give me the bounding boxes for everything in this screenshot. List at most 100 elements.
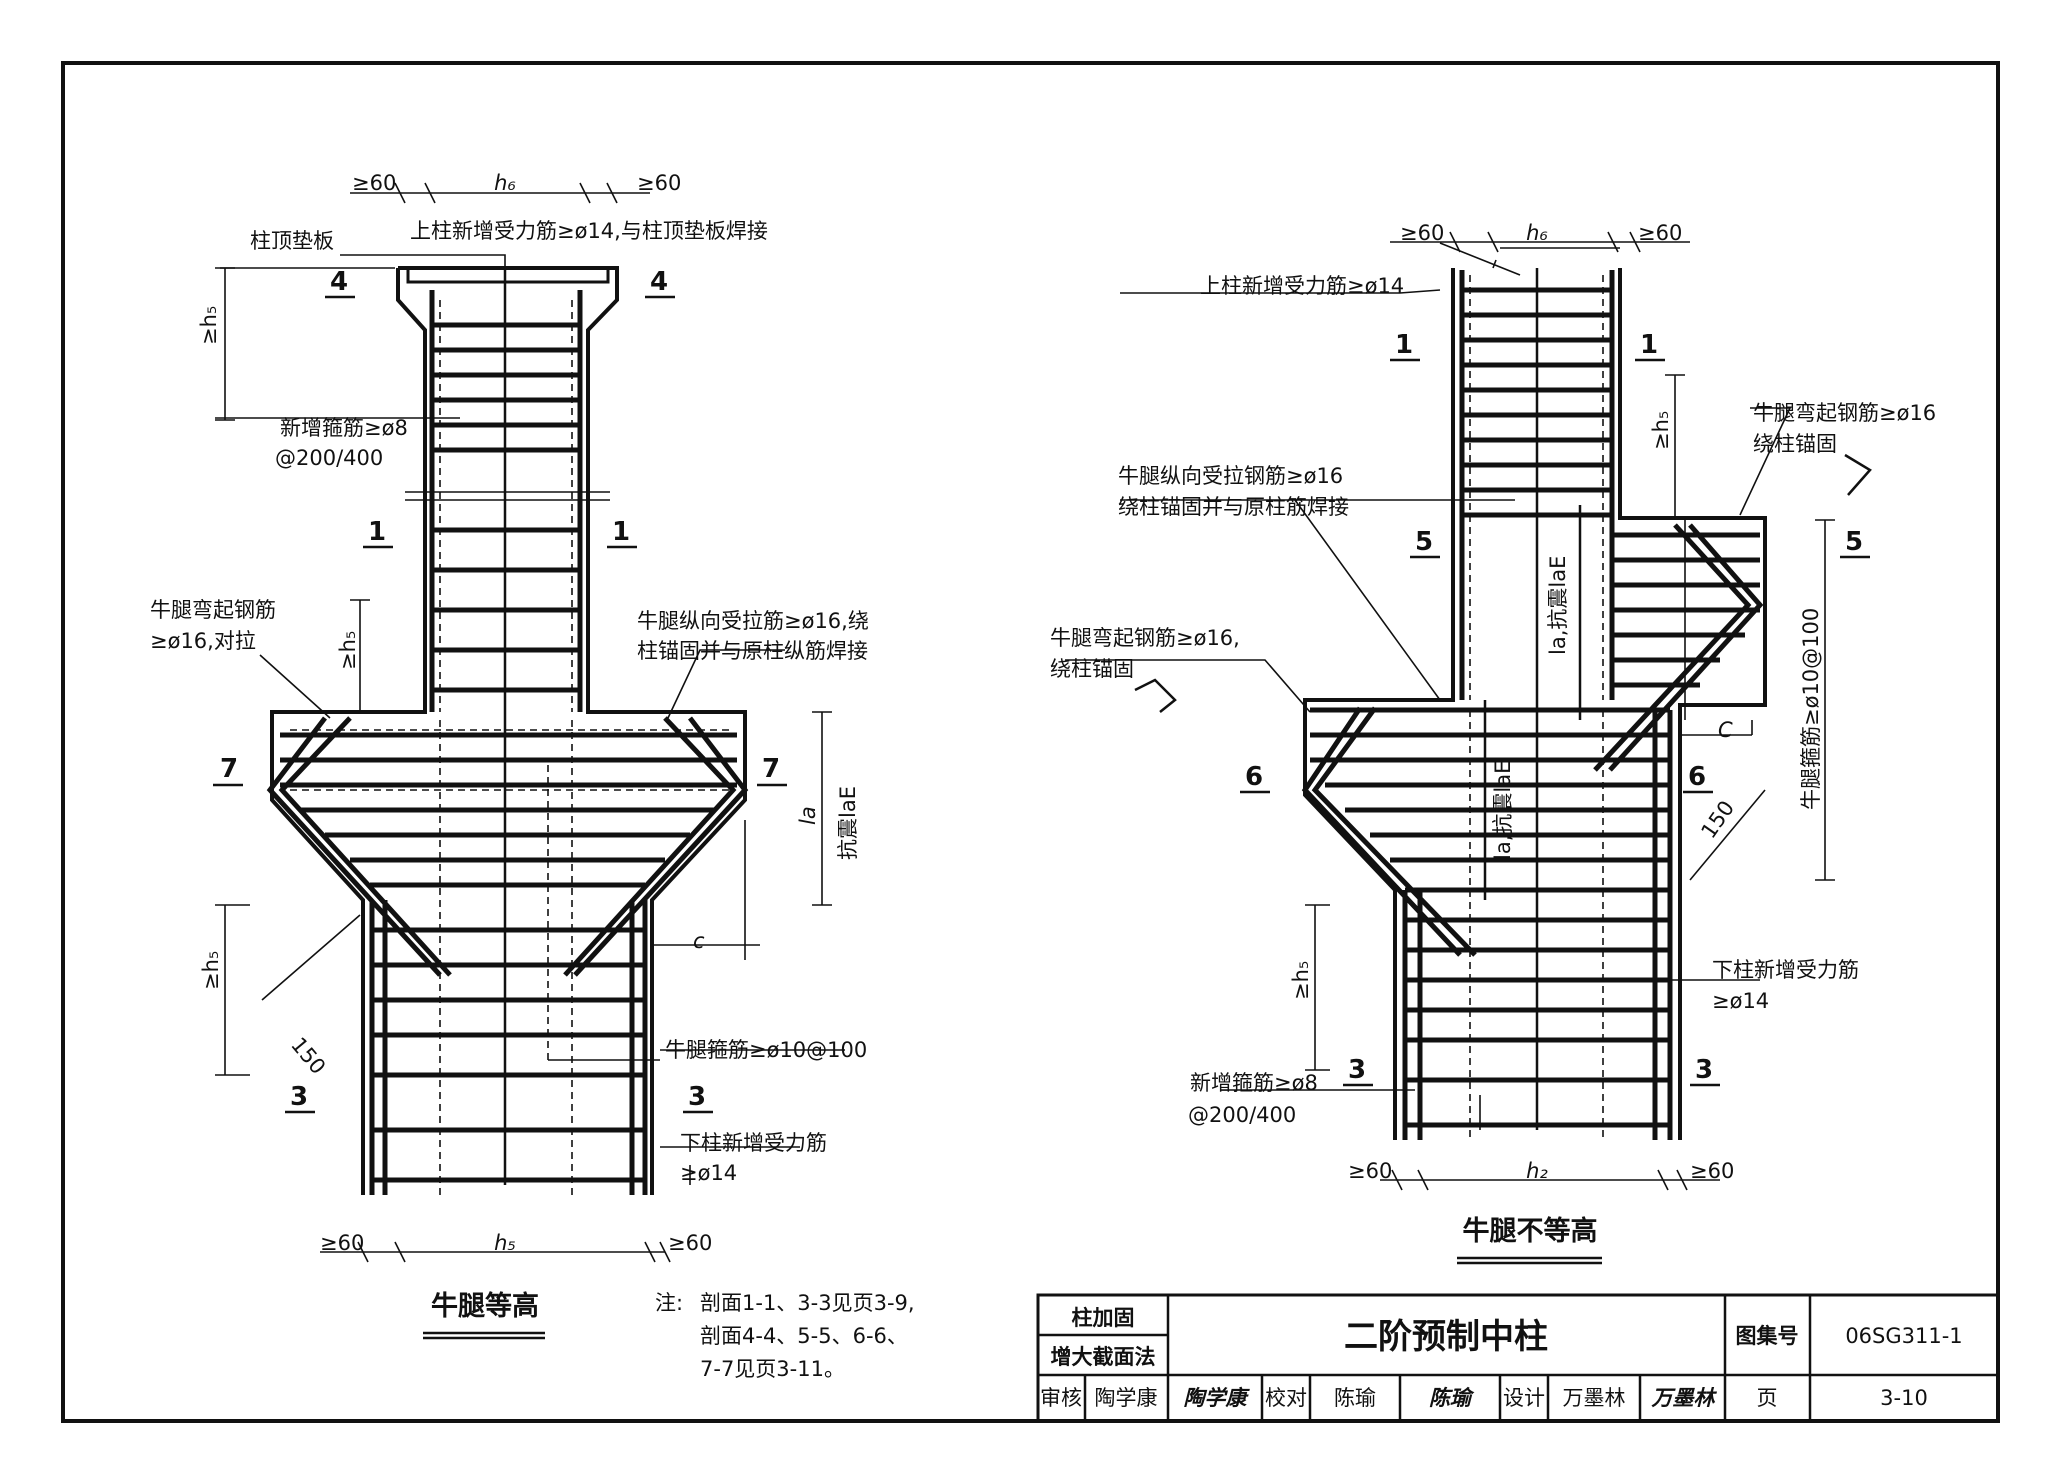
right-dim-bottom-2: h₂: [1526, 1159, 1548, 1183]
left-la: la: [796, 806, 820, 825]
left-tension-bar-2: 柱锚固并与原柱纵筋焊接: [637, 639, 868, 663]
title-block: 柱加固 增大截面法 二阶预制中柱 图集号 06SG311-1 审核 陶学康 陶学…: [1036, 1293, 2000, 1423]
page-label: 页: [1757, 1386, 1778, 1410]
left-sec-4a: 4: [330, 267, 348, 297]
left-lower-stirrups: [372, 927, 645, 1183]
right-upper-rebar: 上柱新增受力筋≥ø14: [1200, 274, 1404, 298]
left-lower-rebar-2: ≥ø14: [680, 1161, 737, 1185]
designer-signature: 万墨林: [1651, 1386, 1718, 1410]
left-sec-7a: 7: [220, 754, 238, 784]
check-label: 校对: [1265, 1386, 1307, 1410]
left-c: c: [693, 929, 705, 953]
checker-signature: 陈瑜: [1429, 1386, 1475, 1410]
right-stirrup-new: 新增箍筋≥ø8: [1190, 1071, 1318, 1095]
left-sec-7b: 7: [762, 754, 780, 784]
atlas-label: 图集号: [1736, 1324, 1799, 1348]
left-stirrup-new: 新增箍筋≥ø8: [280, 416, 408, 440]
right-corbel-stirrup: 牛腿箍筋≥ø10@100: [1799, 608, 1823, 810]
right-hs-low: ≥h₅: [1289, 961, 1313, 1000]
right-sec-5b: 5: [1845, 527, 1863, 557]
right-hs-top: ≥h₅: [1649, 411, 1673, 450]
right-sec-6b: 6: [1688, 762, 1706, 792]
left-bent-bars: [266, 716, 749, 977]
right-caption-underline: [1457, 1256, 1602, 1265]
right-la-lower: la,抗震laE: [1491, 761, 1515, 860]
anchor-symbols: [1134, 453, 1872, 713]
right-column-diagram: [1065, 231, 1872, 1191]
left-sec-4b: 4: [650, 267, 668, 297]
left-lower-rebar-1: 下柱新增受力筋: [680, 1131, 827, 1155]
category-2: 增大截面法: [1051, 1345, 1156, 1369]
page-no: 3-10: [1880, 1386, 1928, 1410]
left-stirrup-spacing: @200/400: [275, 446, 383, 470]
right-sec-3a: 3: [1348, 1055, 1366, 1085]
left-corbel-stirrups: [280, 732, 737, 888]
right-labels: ≥60 h₆ ≥60 上柱新增受力筋≥ø14 牛腿纵向受拉钢筋≥ø16 绕柱锚固…: [1050, 221, 1936, 1265]
left-hs-top: ≥h₅: [197, 306, 221, 345]
left-150: 150: [286, 1033, 330, 1079]
checker: 陈瑜: [1334, 1386, 1376, 1410]
note-prefix: 注:: [655, 1291, 683, 1315]
left-hs-low: ≥h₅: [199, 951, 223, 990]
right-150: 150: [1696, 796, 1739, 843]
note-line-3: 7-7见页3-11。: [700, 1357, 845, 1381]
right-la-upper: la,抗震laE: [1546, 556, 1570, 655]
right-bent-bar-1: 牛腿弯起钢筋≥ø16: [1753, 401, 1936, 425]
left-column-diagram: [215, 182, 845, 1263]
right-c: C: [1718, 718, 1733, 742]
left-dim-bottom-2: h₅: [494, 1231, 516, 1255]
left-sec-1a: 1: [368, 517, 386, 547]
category-1: 柱加固: [1072, 1306, 1135, 1330]
right-column-bars: [1402, 270, 1673, 1140]
left-dim-bottom-1: ≥60: [320, 1231, 364, 1255]
left-sec-3b: 3: [688, 1082, 706, 1112]
right-dim-bottom-3: ≥60: [1690, 1159, 1734, 1183]
right-corbel-stirrups: [1310, 532, 1760, 863]
right-sec-3b: 3: [1695, 1055, 1713, 1085]
break-line: [405, 491, 610, 501]
left-sec-1b: 1: [612, 517, 630, 547]
sheet-border: [61, 61, 2000, 1423]
left-bent-bar-1: 牛腿弯起钢筋: [150, 598, 276, 622]
left-upper-bars: [429, 290, 583, 712]
right-bent-left-1: 牛腿弯起钢筋≥ø16,: [1050, 626, 1240, 650]
left-upper-stirrups: [432, 322, 580, 693]
left-bent-bar-2: ≥ø16,对拉: [150, 629, 256, 653]
left-original-column: [439, 300, 573, 1195]
right-dim-bottom-1: ≥60: [1348, 1159, 1392, 1183]
drawing-title: 二阶预制中柱: [1344, 1317, 1548, 1357]
right-caption: 牛腿不等高: [1463, 1215, 1598, 1247]
left-upper-rebar: 上柱新增受力筋≥ø14,与柱顶垫板焊接: [410, 219, 768, 243]
note: 注: 剖面1-1、3-3见页3-9, 剖面4-4、5-5、6-6、 7-7见页3…: [655, 1291, 915, 1381]
designer: 万墨林: [1563, 1386, 1626, 1410]
design-label: 设计: [1503, 1386, 1545, 1410]
left-hs-mid: ≥h₅: [336, 631, 360, 670]
right-lower-rebar-1: 下柱新增受力筋: [1712, 958, 1859, 982]
plate-label: 柱顶垫板: [250, 229, 334, 253]
left-corbel-stirrup: 牛腿箍筋≥ø10@100: [665, 1038, 867, 1062]
right-outline: [1303, 268, 1767, 1140]
right-dim-top-1: ≥60: [1400, 221, 1444, 245]
left-lower-bars: [369, 900, 648, 1195]
right-lower-bent-bars: [1301, 706, 1477, 957]
note-line-2: 剖面4-4、5-5、6-6、: [700, 1324, 908, 1348]
note-line-1: 剖面1-1、3-3见页3-9,: [700, 1291, 915, 1315]
left-caption: 牛腿等高: [431, 1290, 539, 1322]
left-la-seismic: 抗震laE: [836, 786, 860, 860]
left-dim-top-1: ≥60: [352, 171, 396, 195]
right-sec-5a: 5: [1415, 527, 1433, 557]
left-dim-top-2: h₆: [494, 171, 516, 195]
reviewer: 陶学康: [1095, 1386, 1158, 1410]
right-tension-bar-1: 牛腿纵向受拉钢筋≥ø16: [1118, 464, 1343, 488]
left-tension-bar-1: 牛腿纵向受拉筋≥ø16,绕: [637, 609, 869, 633]
right-bent-left-2: 绕柱锚固: [1050, 657, 1134, 681]
left-sec-3a: 3: [290, 1082, 308, 1112]
right-sec-1a: 1: [1395, 330, 1413, 360]
right-dim-top-3: ≥60: [1638, 221, 1682, 245]
left-outline: [270, 266, 747, 1195]
left-labels: ≥60 h₆ ≥60 柱顶垫板 上柱新增受力筋≥ø14,与柱顶垫板焊接 新增箍筋…: [150, 171, 869, 1340]
right-sec-1b: 1: [1640, 330, 1658, 360]
reviewer-signature: 陶学康: [1184, 1386, 1251, 1410]
right-tension-bar-2: 绕柱锚固并与原柱筋焊接: [1118, 495, 1349, 519]
